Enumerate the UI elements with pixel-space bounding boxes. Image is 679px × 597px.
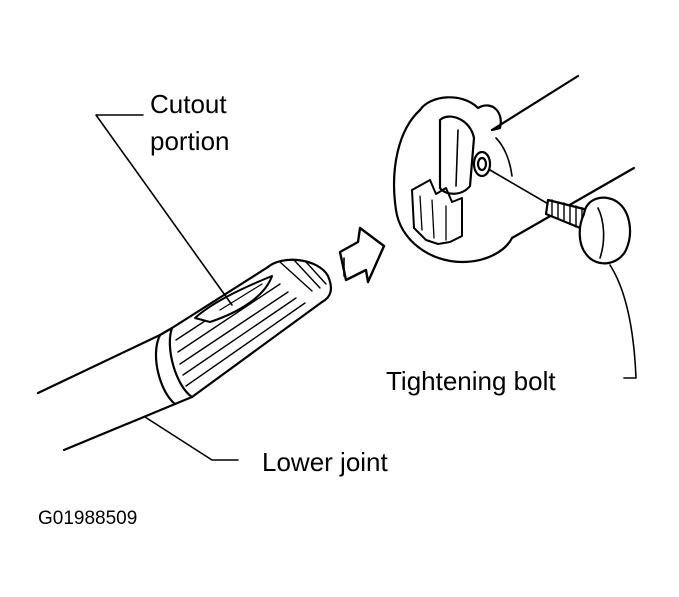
bolt-leader bbox=[609, 264, 637, 379]
leader-lines bbox=[95, 114, 637, 461]
insert-arrow bbox=[338, 226, 386, 284]
lower-joint-label: Lower joint bbox=[262, 447, 388, 477]
figure-code-label: G01988509 bbox=[38, 508, 138, 529]
upper-yoke bbox=[393, 74, 636, 264]
cutout-leader bbox=[95, 114, 233, 306]
tightening-bolt-label: Tightening bolt bbox=[386, 366, 556, 396]
tightening-bolt bbox=[544, 196, 632, 265]
cutout-portion-label: Cutout portion bbox=[150, 89, 230, 156]
lower-joint-shaft bbox=[36, 326, 194, 452]
lower-joint-leader bbox=[144, 416, 239, 461]
splined-tip bbox=[170, 258, 332, 399]
